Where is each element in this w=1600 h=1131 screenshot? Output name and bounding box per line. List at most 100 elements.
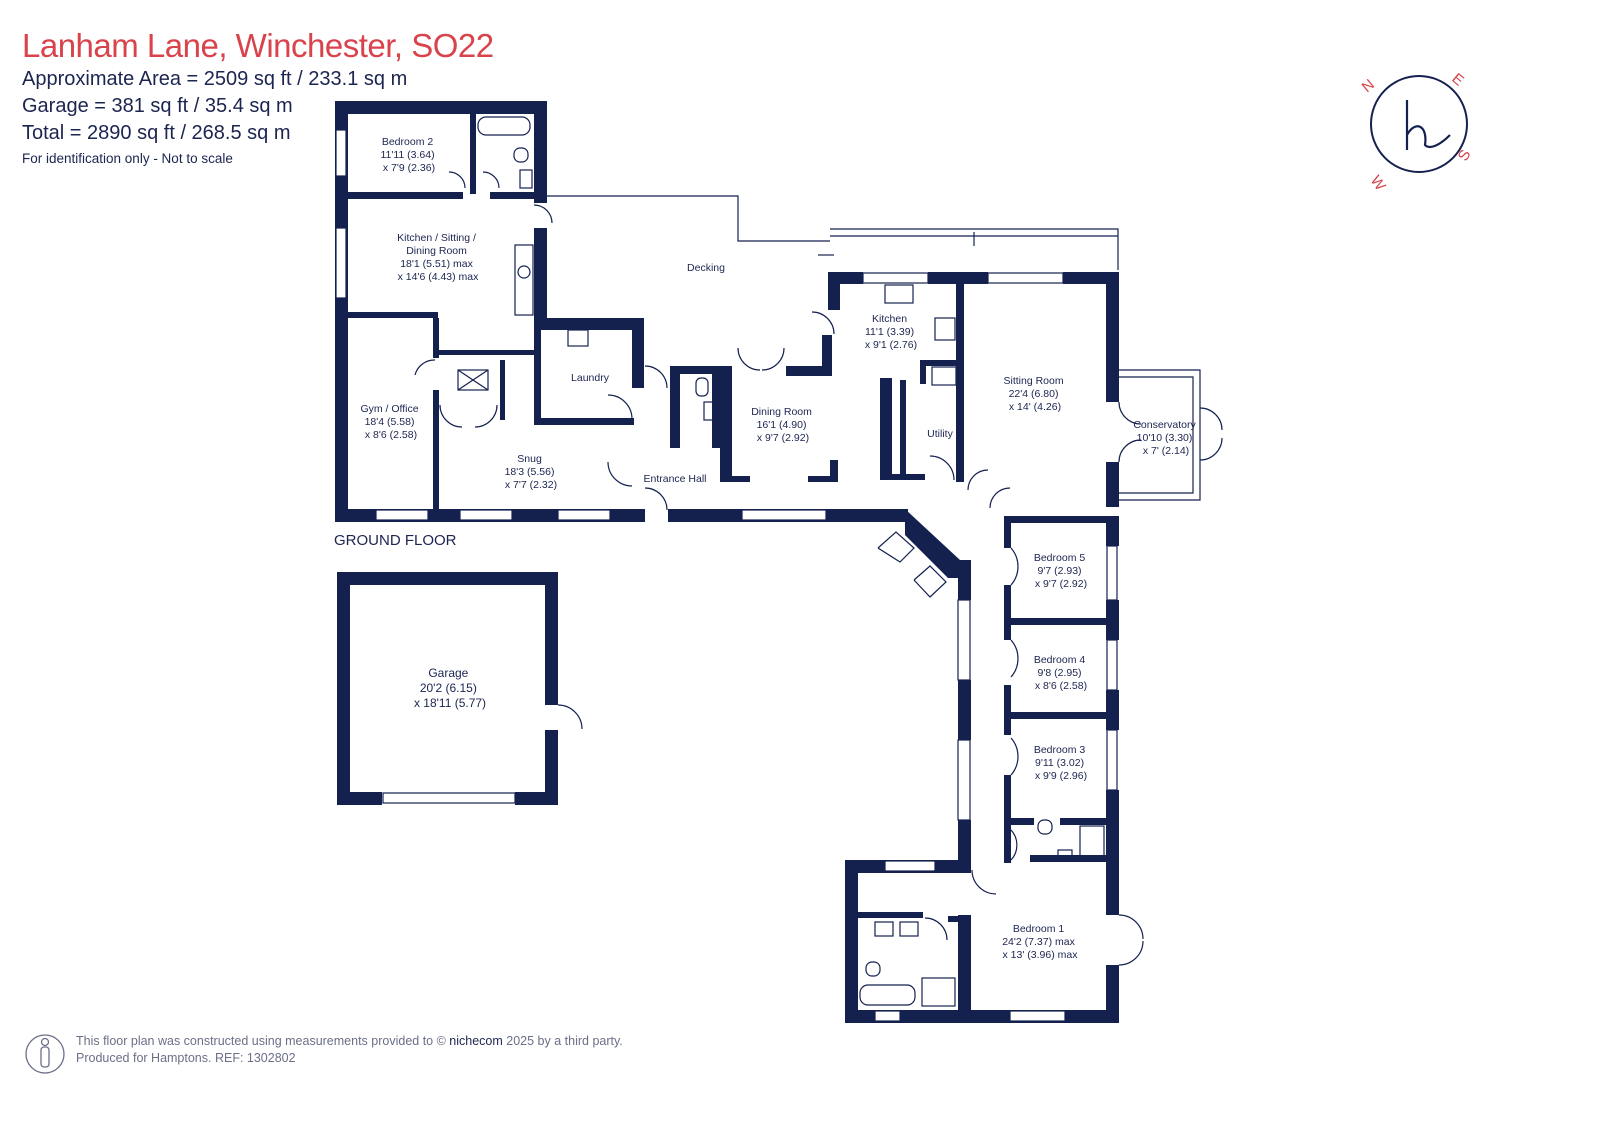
wall	[534, 330, 541, 425]
door	[1010, 547, 1019, 586]
footer-prefix: This floor plan was constructed using me…	[76, 1034, 446, 1048]
wall	[1106, 965, 1119, 1023]
wall	[958, 915, 971, 1010]
wall	[632, 318, 644, 388]
wall	[920, 366, 926, 384]
wall	[1004, 516, 1011, 548]
wall	[920, 360, 958, 366]
garage-door	[382, 792, 516, 804]
door	[474, 404, 498, 428]
person-icon	[25, 1034, 65, 1074]
door	[929, 455, 955, 481]
wall	[958, 820, 971, 870]
window	[1106, 729, 1118, 791]
window	[874, 1010, 901, 1022]
room-bedroom-4: Bedroom 4 9'8 (2.95) x 8'6 (2.58)	[1034, 654, 1088, 692]
door	[644, 365, 668, 389]
door	[924, 917, 948, 941]
window	[957, 739, 971, 821]
identification-note: For identification only - Not to scale	[22, 151, 233, 166]
wall	[545, 572, 558, 705]
decking-outline	[830, 228, 1119, 270]
door	[737, 347, 761, 371]
door	[482, 171, 500, 189]
compass-n: N	[1359, 76, 1378, 96]
wall	[822, 335, 832, 376]
wall	[335, 101, 547, 114]
basin	[703, 401, 717, 421]
wall	[828, 272, 863, 284]
wall	[830, 460, 838, 482]
wall	[1004, 775, 1011, 825]
compass-logo: N E S W	[1359, 70, 1475, 195]
fixtures	[335, 116, 1223, 1022]
basin	[519, 169, 533, 189]
wall	[720, 476, 750, 482]
wall	[1060, 818, 1119, 825]
wall	[958, 560, 971, 600]
room-dining: Dining Room 16'1 (4.90) x 9'7 (2.92)	[751, 406, 815, 444]
door	[1010, 829, 1018, 861]
footer: This floor plan was constructed using me…	[76, 1033, 623, 1067]
window	[987, 272, 1064, 284]
porch-outline	[913, 565, 947, 598]
sink	[567, 329, 589, 347]
wall	[720, 366, 732, 481]
wall	[1063, 272, 1118, 284]
door	[1118, 401, 1142, 425]
room-decking: Decking	[687, 262, 725, 274]
wall	[1106, 690, 1119, 730]
wall	[1106, 462, 1119, 507]
total-area: Total = 2890 sq ft / 268.5 sq m	[22, 122, 291, 144]
floor-label: GROUND FLOOR	[334, 532, 457, 549]
room-garage: Garage 20'2 (6.15) x 18'11 (5.77)	[414, 666, 486, 710]
shower	[921, 977, 956, 1007]
basin	[874, 921, 894, 937]
wall	[1004, 712, 1119, 719]
wall	[1106, 790, 1119, 915]
door	[1118, 439, 1142, 463]
wall	[1004, 818, 1034, 825]
wall	[900, 380, 906, 478]
wall	[1004, 585, 1011, 640]
approximate-area: Approximate Area = 2509 sq ft / 233.1 sq…	[22, 68, 408, 90]
compass-s: S	[1455, 147, 1475, 164]
page-title: Lanham Lane, Winchester, SO22	[22, 27, 494, 64]
wall	[845, 860, 858, 1023]
shower	[1079, 825, 1105, 861]
wall	[928, 272, 988, 284]
window	[1009, 1010, 1066, 1022]
wall	[490, 192, 534, 199]
room-bedroom-1: Bedroom 1 24'2 (7.37) max x 13' (3.96) m…	[1002, 923, 1078, 961]
room-conservatory: Conservatory 10'10 (3.30) x 7' (2.14)	[1133, 419, 1198, 457]
wall	[1106, 516, 1119, 546]
wall	[670, 366, 720, 374]
room-kitchen-sitting-dining: Kitchen / Sitting / Dining Room 18'1 (5.…	[397, 232, 479, 283]
window	[375, 509, 429, 521]
wall	[433, 390, 439, 510]
window	[741, 509, 827, 521]
wall	[439, 350, 534, 355]
room-sitting: Sitting Room 22'4 (6.80) x 14' (4.26)	[1003, 375, 1066, 413]
hob	[934, 317, 956, 341]
window	[1106, 639, 1118, 691]
window	[335, 129, 347, 177]
garage-area: Garage = 381 sq ft / 35.4 sq m	[22, 95, 293, 117]
compass-ring	[1370, 75, 1468, 173]
wall	[880, 378, 892, 478]
wall	[534, 228, 547, 328]
window	[459, 509, 513, 521]
toilet	[513, 147, 529, 163]
room-bedroom-2: Bedroom 2 11'11 (3.64) x 7'9 (2.36)	[380, 136, 437, 174]
room-entrance-hall: Entrance Hall	[643, 473, 706, 485]
room-gym-office: Gym / Office 18'4 (5.58) x 8'6 (2.58)	[360, 403, 421, 441]
window	[957, 599, 971, 681]
wall	[335, 101, 348, 522]
decking-outline	[547, 195, 830, 242]
door	[989, 487, 1011, 509]
wall	[515, 792, 558, 805]
wall	[348, 312, 438, 318]
door	[1118, 940, 1144, 966]
wall	[433, 318, 439, 358]
toilet	[1037, 819, 1053, 835]
